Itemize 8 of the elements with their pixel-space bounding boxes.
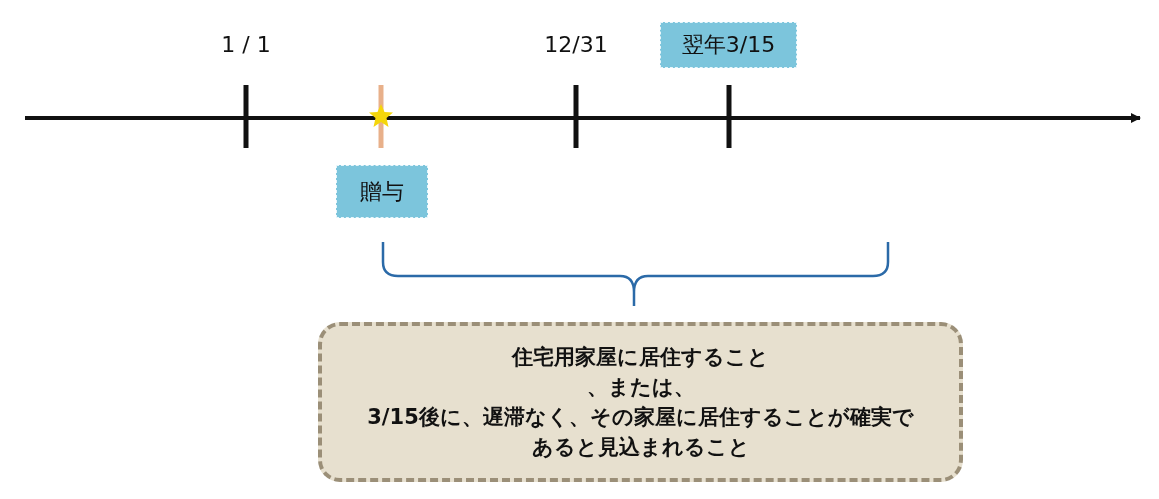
date-label: 12/31 (544, 32, 608, 57)
date-tag: 贈与 (336, 165, 428, 218)
date-tag: 翌年3/15 (660, 22, 797, 68)
note-text: 3/15後に、遅滞なく、その家屋に居住することが確実であると見込まれること (366, 404, 915, 461)
note-box (318, 322, 963, 482)
note-text: 、または、 (586, 374, 695, 401)
date-label: 1 / 1 (221, 32, 271, 57)
note-text: 住宅用家屋に居住すること (512, 344, 769, 371)
